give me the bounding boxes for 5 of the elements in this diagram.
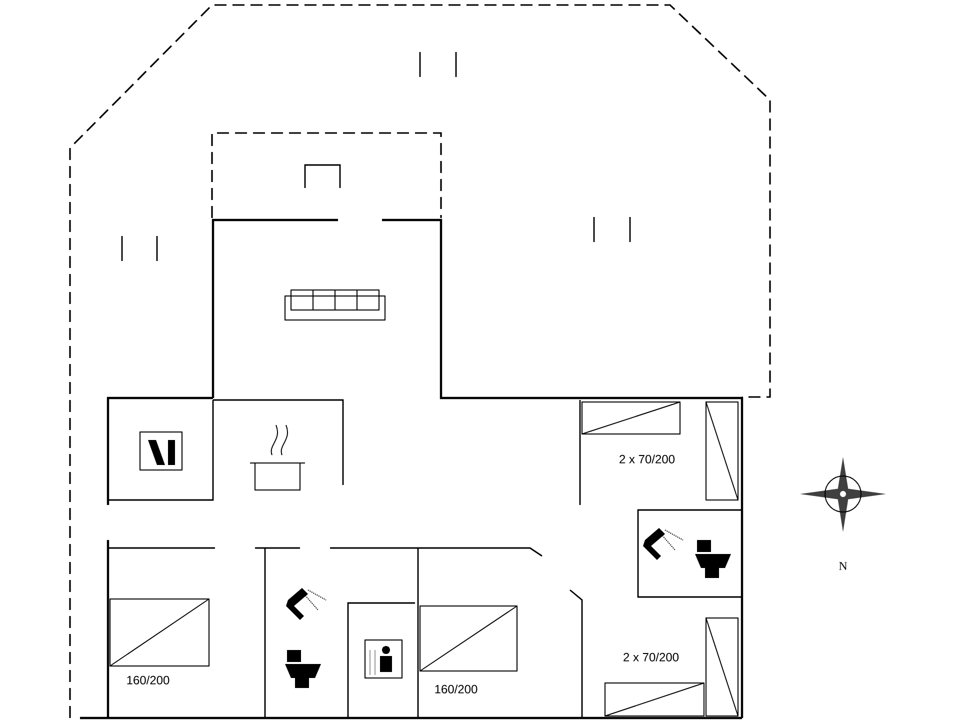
bed-size-label: 160/200 (435, 684, 478, 694)
bed-size-label: 2 x 70/200 (620, 454, 675, 464)
compass-direction-label: N (839, 562, 848, 570)
bed-size-label: 160/200 (127, 676, 170, 684)
bed-size-label: 2 x 70/200 (624, 652, 679, 662)
